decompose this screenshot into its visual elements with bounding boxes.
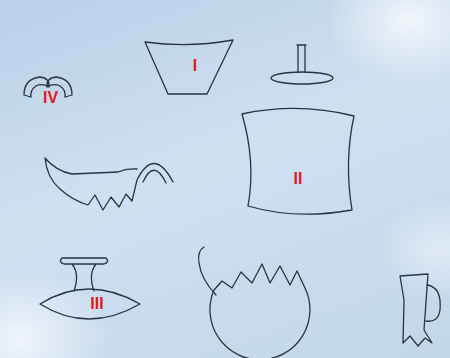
vessel-fragment: II bbox=[238, 106, 360, 218]
stand-stem bbox=[297, 45, 306, 72]
fragment-outline bbox=[38, 254, 142, 324]
fragment-outline-path bbox=[40, 258, 140, 319]
fragment-outline-path bbox=[145, 40, 233, 94]
stand-disc bbox=[271, 72, 333, 84]
mug-handle bbox=[426, 285, 440, 321]
fragment-outline-path bbox=[242, 108, 354, 214]
vessel-fragment: I bbox=[143, 38, 235, 96]
callout-number: III bbox=[90, 295, 103, 313]
fragment-outline bbox=[143, 38, 235, 96]
callout-number: IV bbox=[43, 89, 58, 107]
callout-number: II bbox=[294, 170, 303, 188]
callout-label: IV bbox=[43, 89, 58, 107]
spouted-vessel bbox=[45, 158, 173, 210]
pot-handle bbox=[199, 247, 216, 295]
fragment-outline bbox=[238, 106, 360, 218]
callout-number: I bbox=[193, 57, 197, 75]
vessel-fragment: III bbox=[38, 254, 142, 324]
round-pot bbox=[210, 264, 310, 358]
